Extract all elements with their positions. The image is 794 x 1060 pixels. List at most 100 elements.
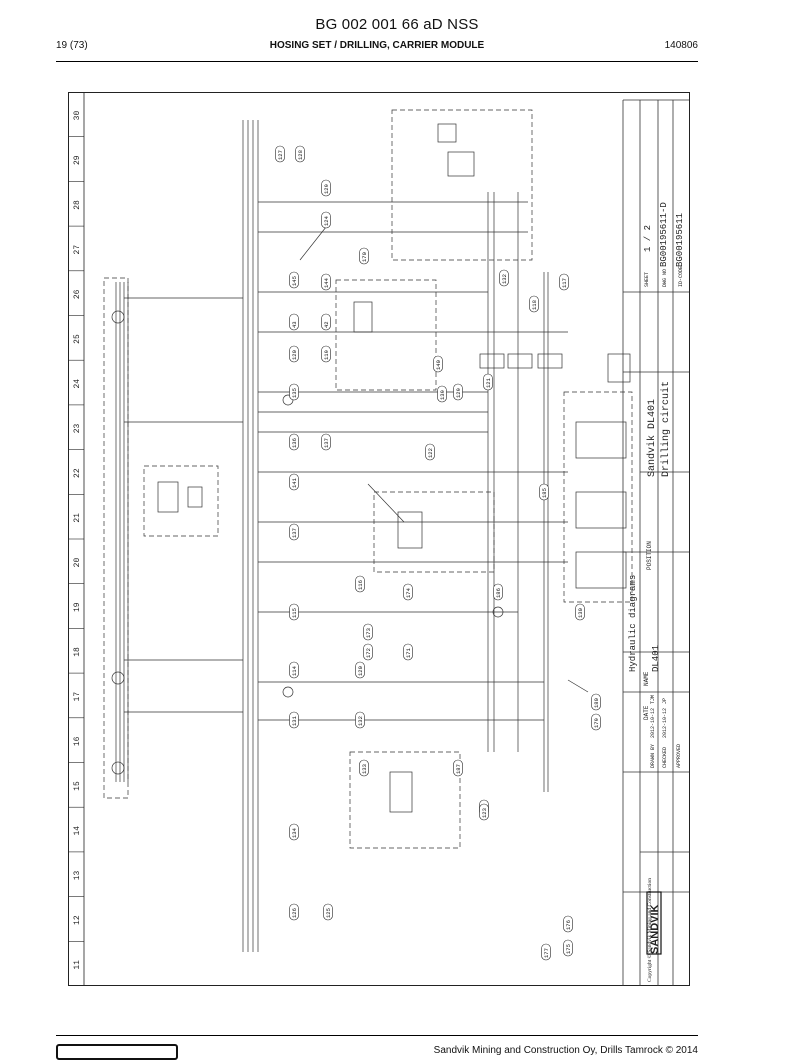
doc-kind: Hydraulic diagrams [628, 575, 638, 672]
callout-label: 126 [291, 908, 298, 918]
callout-label: 42 [323, 321, 330, 328]
checked-name: JP [662, 698, 668, 704]
drawn-label: DRAWN BY [650, 744, 656, 768]
callout-label: 127 [277, 150, 284, 160]
header-divider [56, 61, 698, 62]
column-number: 13 [73, 870, 82, 880]
header-row: 19 (73) HOSING SET / DRILLING, CARRIER M… [56, 40, 698, 56]
callout-label: 186 [495, 588, 502, 598]
callout: 115 [289, 603, 299, 621]
callout: 145 [289, 271, 299, 289]
callout: 126 [289, 903, 299, 921]
section-title: HOSING SET / DRILLING, CARRIER MODULE [269, 40, 485, 51]
checked-label: CHECKED [662, 747, 668, 768]
callout: 144 [321, 273, 331, 291]
callout: 117 [559, 273, 569, 291]
column-number: 12 [73, 915, 82, 925]
footer-copyright: Sandvik Mining and Construction Oy, Dril… [433, 1045, 698, 1056]
sheet-value: 1 / 2 [643, 225, 653, 252]
callout-label: 122 [427, 448, 434, 458]
callout-label: 174 [405, 587, 412, 598]
callout: 132 [355, 711, 365, 729]
callout: 139 [437, 385, 447, 403]
page-number: 19 (73) [56, 40, 88, 51]
callout-label: 124 [323, 215, 330, 226]
callout: 132 [499, 269, 509, 287]
callout-label: 123 [481, 808, 488, 818]
callout: 172 [363, 643, 373, 661]
callout-label: 180 [593, 698, 600, 708]
callout-label: 187 [455, 764, 462, 774]
callout-label: 132 [357, 716, 364, 726]
callout-label: 114 [291, 665, 298, 676]
callout: 140 [433, 355, 443, 373]
callout-label: 133 [361, 764, 368, 774]
column-number: 14 [73, 826, 82, 836]
footer-divider [56, 1035, 698, 1036]
callout-label: 134 [291, 827, 298, 838]
id-code-value: BG00195611 [675, 213, 685, 267]
title-block [622, 99, 689, 986]
drawing-border [68, 92, 690, 986]
callout-label: 176 [565, 920, 572, 930]
callout-label: 179 [593, 718, 600, 728]
callout: 186 [493, 583, 503, 601]
product-circuit: Drilling circuit [660, 381, 672, 477]
column-number: 24 [73, 379, 82, 389]
callout: 176 [563, 915, 573, 933]
callout-label: 136 [291, 438, 298, 448]
callout-label: 173 [365, 628, 372, 638]
title-block-text: Sandvik DL401 Drilling circuit Hydraulic… [628, 202, 685, 982]
document-title: BG 002 001 66 aD NSS [315, 16, 479, 33]
schematic [103, 109, 633, 952]
callout: 173 [363, 623, 373, 641]
callout-label: 128 [297, 150, 304, 160]
column-number: 20 [73, 558, 82, 568]
callout: 175 [563, 939, 573, 957]
callout-label: 131 [291, 715, 298, 726]
callout-label: 185 [541, 488, 548, 498]
callout: 174 [403, 583, 413, 601]
sandvik-footer-logo [56, 1044, 178, 1060]
callout-label: 144 [323, 277, 330, 288]
column-number: 16 [73, 736, 82, 746]
callout: 129 [321, 179, 331, 197]
callout: 185 [539, 483, 549, 501]
callout-label: 141 [291, 477, 298, 488]
callout: 137 [321, 433, 331, 451]
dwg-no-value: BG00195611-D [659, 202, 669, 267]
callout-label: 120 [291, 350, 298, 360]
drawn-date: 2012-10-12 [650, 708, 656, 738]
callout: 125 [323, 903, 333, 921]
callout: 128 [295, 145, 305, 163]
callout-label: 129 [455, 388, 462, 398]
sheet-label: SHEET [644, 272, 650, 287]
callout: 134 [289, 823, 299, 841]
product-name: Sandvik DL401 [646, 399, 658, 477]
callout-label: 172 [365, 648, 372, 658]
callout: 124 [321, 211, 331, 229]
column-number: 26 [73, 289, 82, 299]
callout: 118 [529, 295, 539, 313]
brand-logo-text: SANDVIK [649, 904, 661, 954]
callout: 171 [403, 643, 413, 661]
checked-date: 2012-10-12 [662, 708, 668, 738]
callout: 179 [591, 713, 601, 731]
callout-label: 139 [439, 390, 446, 400]
callout: 136 [289, 433, 299, 451]
callout-label: 137 [291, 528, 298, 538]
approved-label: APPROVED [676, 744, 682, 768]
callout: 141 [289, 473, 299, 491]
drawn-name: TJM [650, 695, 656, 704]
callout: 170 [359, 247, 369, 265]
callout: 180 [591, 693, 601, 711]
callout-label: 120 [357, 666, 364, 676]
callout: 131 [289, 711, 299, 729]
column-number: 25 [73, 334, 82, 344]
column-number: 29 [73, 155, 82, 165]
callout-label: 121 [485, 377, 492, 388]
callout: 42 [321, 313, 331, 331]
dwg-no-label: DWG NO [662, 269, 668, 287]
